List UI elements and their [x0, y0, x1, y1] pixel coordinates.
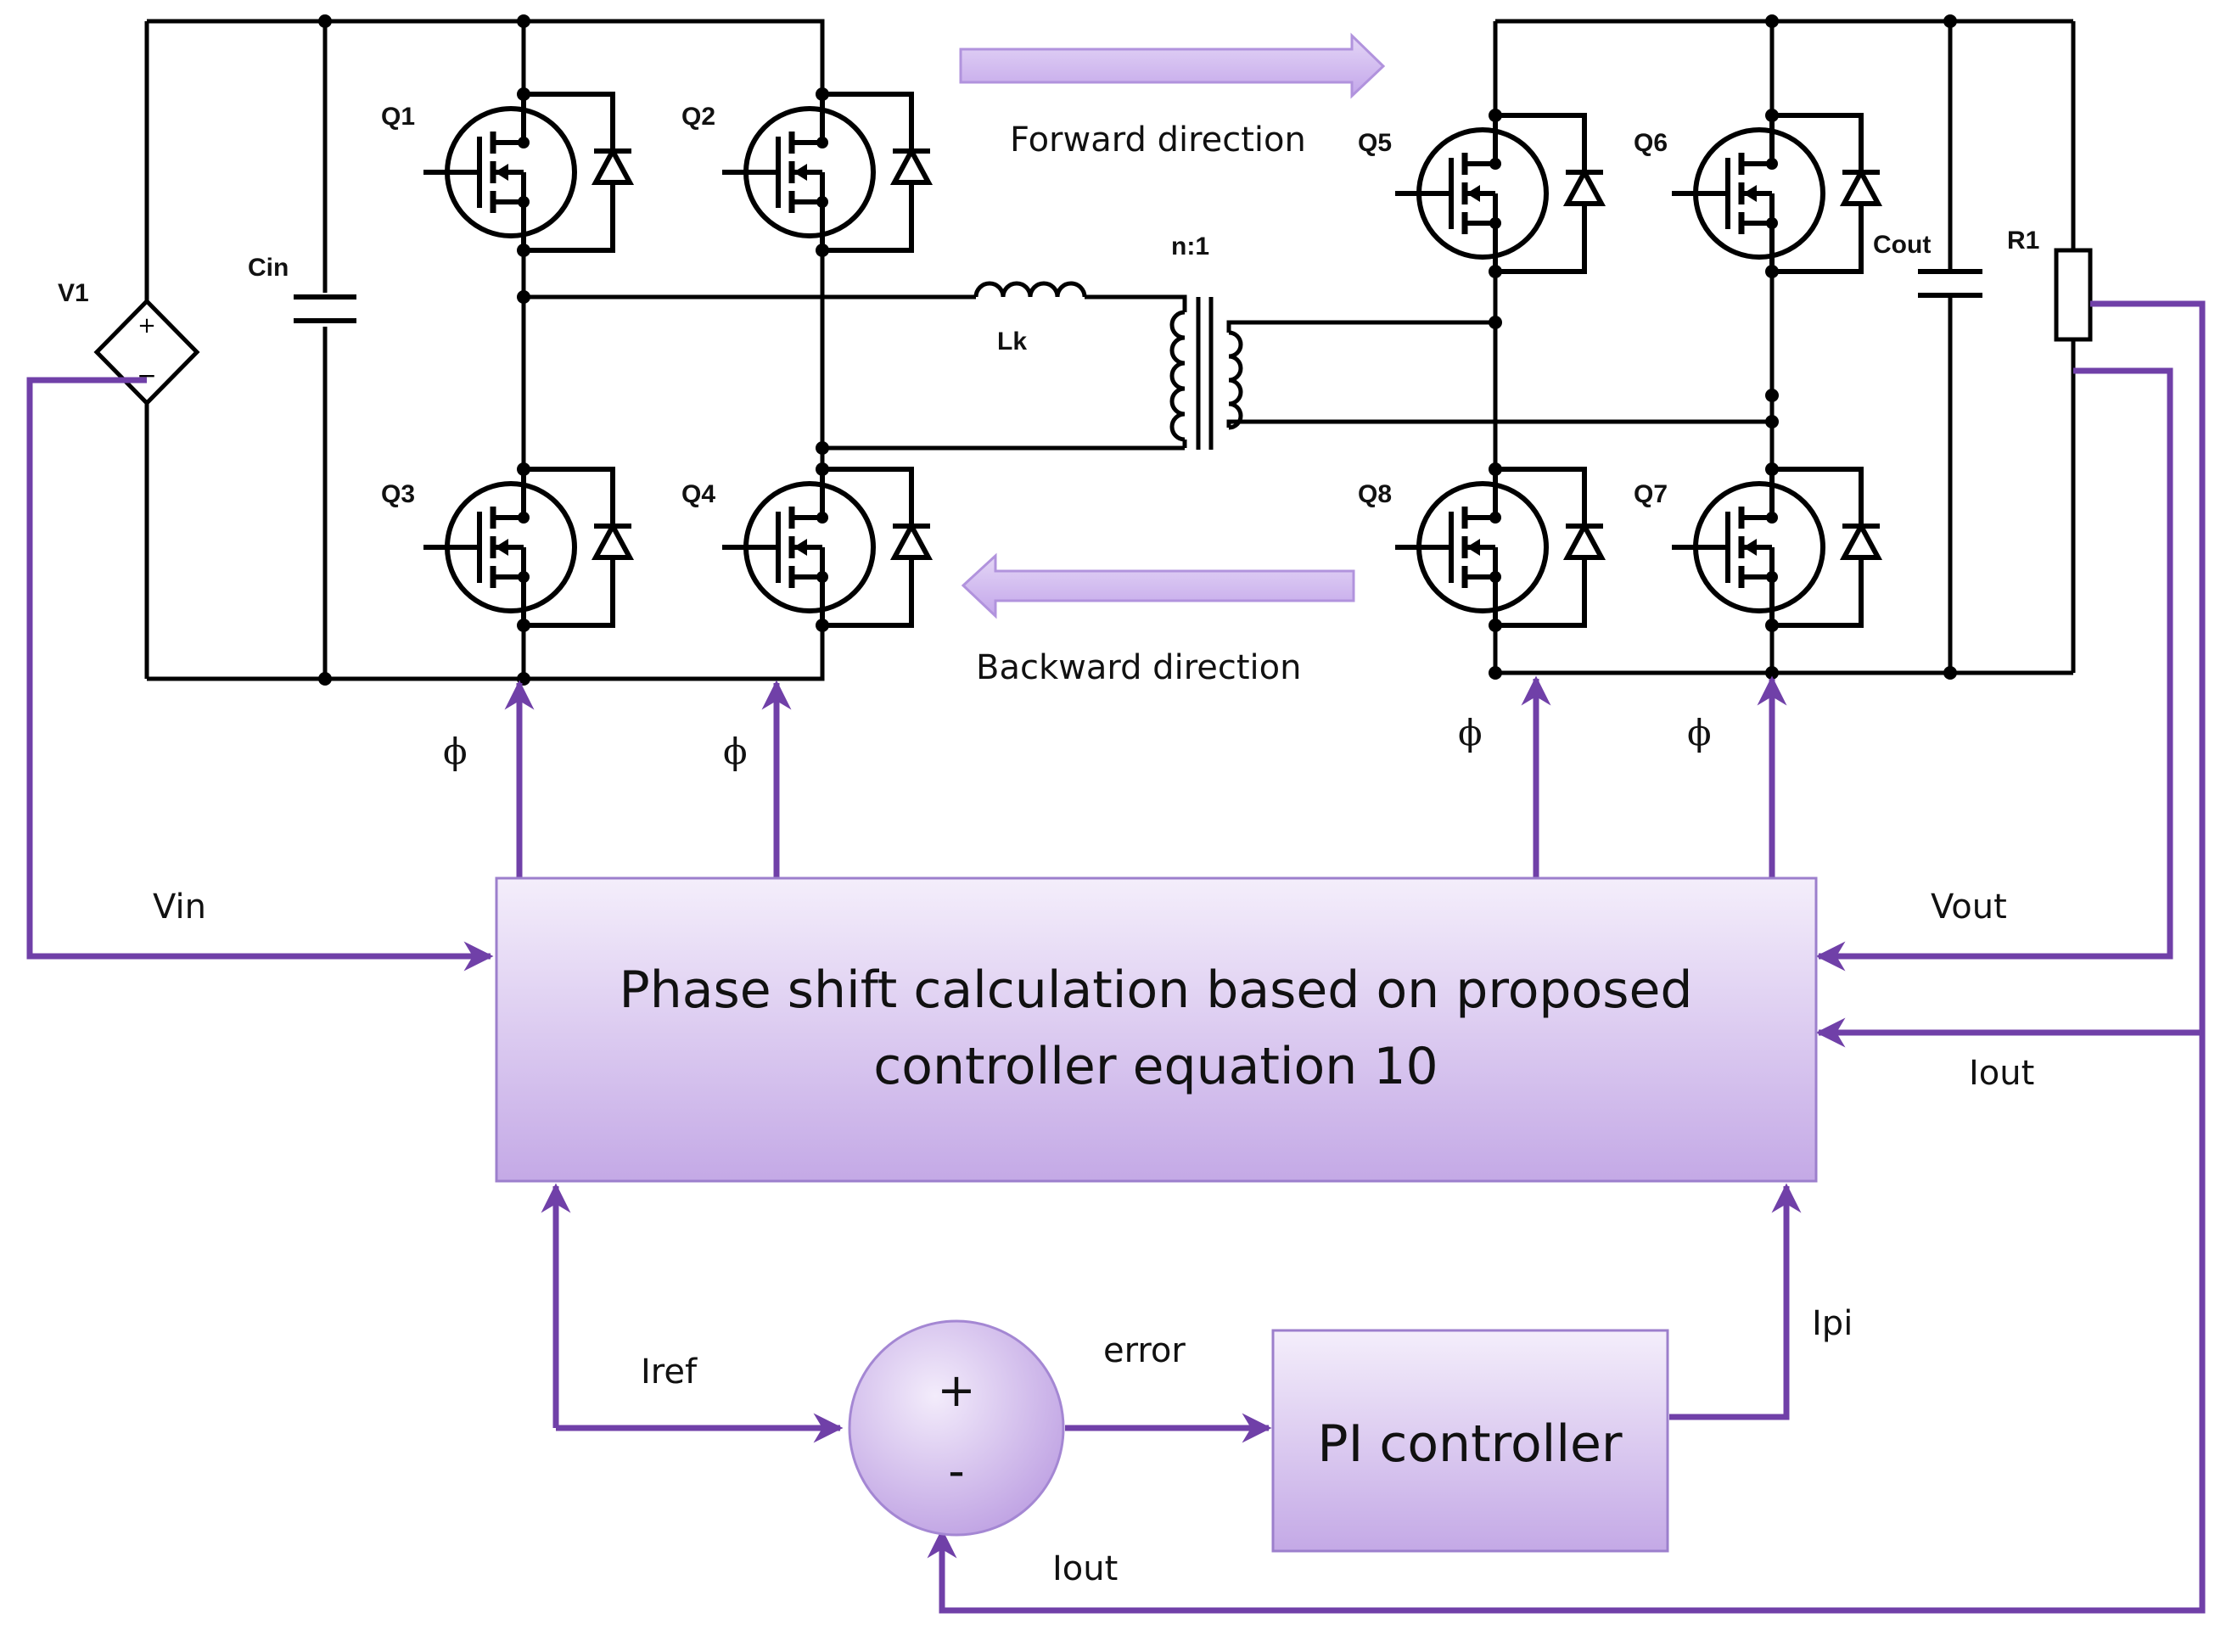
- switch-label: Q7: [1634, 480, 1668, 508]
- pi-controller-label: PI controller: [1317, 1414, 1623, 1474]
- forward-direction-label: Forward direction: [1010, 120, 1306, 160]
- sum-minus-sign: -: [948, 1444, 965, 1498]
- capacitor-cin-label: Cin: [248, 254, 289, 282]
- sum-plus-sign: +: [937, 1364, 975, 1417]
- capacitor-cin: Cin: [248, 254, 357, 327]
- capacitor-cout: Cout: [1873, 231, 1982, 298]
- switch-label: Q6: [1634, 129, 1668, 157]
- switch-label: Q1: [381, 103, 415, 131]
- resistor-label: R1: [2007, 227, 2039, 255]
- resistor-r1: R1: [2007, 227, 2093, 342]
- switch-q8: Q8: [1358, 462, 1603, 632]
- control-signals: ϕ ϕ ϕ ϕ Vin Vout Iout Iref error Ipi Iou…: [26, 300, 2206, 1614]
- phase-shift-block-line2: controller equation 10: [873, 1037, 1438, 1096]
- switch-q4: Q4: [681, 462, 930, 632]
- phase-shift-block: Phase shift calculation based on propose…: [495, 876, 1818, 1183]
- inductor-lk: Lk: [973, 281, 1175, 356]
- ipi-label: Ipi: [1812, 1304, 1853, 1343]
- transformer: n:1: [1169, 232, 1772, 450]
- backward-direction-label: Backward direction: [976, 648, 1301, 687]
- vout-label: Vout: [1931, 888, 2007, 927]
- phase-label-q7: ϕ: [1687, 712, 1712, 753]
- backward-direction-arrow: Backward direction: [961, 552, 1355, 687]
- switch-q7: Q7: [1634, 462, 1880, 632]
- switch-q5: Q5: [1358, 109, 1603, 278]
- phase-shift-block-line1: Phase shift calculation based on propose…: [620, 960, 1693, 1020]
- switch-q6: Q6: [1634, 109, 1880, 278]
- switch-label: Q5: [1358, 129, 1392, 157]
- phase-label-q8: ϕ: [1458, 712, 1483, 753]
- secondary-bridge: Q5 Q6 Q8 Q7 Cout R1: [1358, 14, 2093, 680]
- iout-label-block: Iout: [1969, 1054, 2034, 1093]
- iout-label-sum: Iout: [1052, 1549, 1118, 1588]
- switch-q3: Q3: [381, 462, 631, 632]
- svg-text:+: +: [137, 313, 156, 339]
- switch-q1: Q1: [381, 87, 631, 257]
- switch-q2: Q2: [681, 87, 930, 257]
- source-label: V1: [58, 279, 89, 307]
- iref-label: Iref: [641, 1352, 698, 1392]
- phase-label-q3: ϕ: [443, 731, 468, 772]
- switch-label: Q4: [681, 480, 715, 508]
- svg-text:−: −: [137, 361, 156, 389]
- vin-label: Vin: [153, 888, 206, 927]
- pi-controller-block: PI controller: [1271, 1329, 1669, 1553]
- summing-junction: + -: [848, 1319, 1065, 1537]
- switch-label: Q3: [381, 480, 415, 508]
- error-label: error: [1103, 1331, 1186, 1370]
- forward-direction-arrow: Forward direction: [959, 32, 1386, 160]
- phase-label-q4: ϕ: [723, 731, 748, 772]
- capacitor-cout-label: Cout: [1873, 231, 1931, 259]
- switch-label: Q2: [681, 103, 715, 131]
- inductor-label: Lk: [997, 328, 1027, 356]
- transformer-ratio: n:1: [1171, 232, 1209, 260]
- switch-label: Q8: [1358, 480, 1392, 508]
- source-v1: + − V1: [58, 279, 200, 406]
